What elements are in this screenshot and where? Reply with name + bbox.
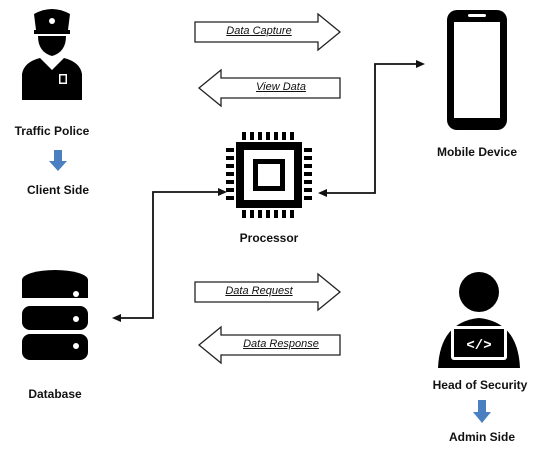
flow-arrow-data-capture [194, 12, 342, 52]
database-icon [22, 270, 88, 360]
svg-text:</>: </> [466, 338, 491, 354]
flow-label-data-response: Data Response [243, 338, 319, 350]
label-processor: Processor [239, 231, 299, 245]
arrowhead-mobile [416, 60, 425, 68]
police-officer-icon [22, 9, 82, 100]
down-arrow-icon [473, 400, 491, 423]
arrowhead-processor-left [218, 188, 227, 196]
connector-processor-mobile [320, 63, 418, 194]
flow-arrow-view-data [197, 68, 341, 108]
label-client-side: Client Side [26, 183, 89, 197]
flow-arrow-data-request [194, 272, 342, 312]
flow-label-view-data: View Data [256, 81, 306, 93]
down-arrow-icon [49, 150, 67, 171]
smartphone-icon [447, 10, 507, 130]
flow-label-data-capture: Data Capture [226, 25, 292, 37]
label-database: Database [28, 387, 82, 401]
arrowhead-processor-right [318, 189, 327, 197]
flow-arrow-data-response [197, 325, 341, 365]
flow-label-data-request: Data Request [225, 285, 293, 297]
label-head-of-security: Head of Security [432, 378, 528, 392]
label-traffic-police: Traffic Police [14, 124, 90, 138]
label-admin-side: Admin Side [448, 430, 515, 444]
developer-code-icon: </> [438, 272, 520, 368]
connector-processor-database [120, 191, 224, 319]
arrowhead-database [112, 314, 121, 322]
processor-chip-icon [226, 132, 312, 218]
label-mobile-device: Mobile Device [436, 145, 518, 159]
